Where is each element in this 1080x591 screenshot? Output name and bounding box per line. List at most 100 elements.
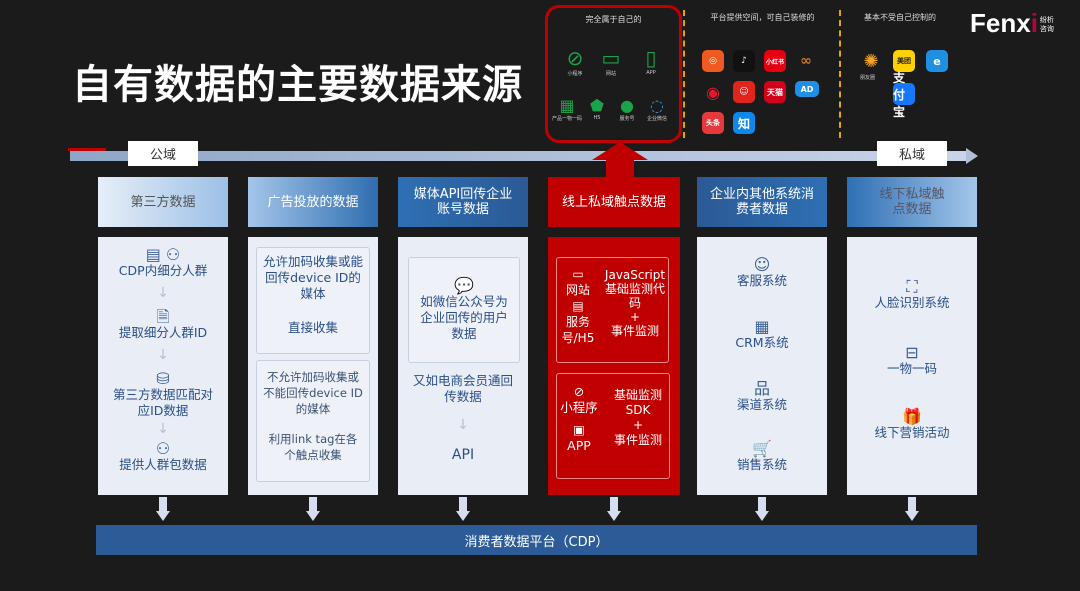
alipay-icon: 支付宝 bbox=[893, 71, 915, 119]
column-offline-private: ⛶人脸识别系统 ⊟一物一码 🎁线下营销活动 bbox=[847, 237, 977, 495]
qr-code-icon: ▦产品一物一码 bbox=[551, 96, 582, 122]
down-arrow-icon bbox=[156, 497, 170, 523]
channel: 小程序 bbox=[560, 400, 598, 415]
column-internal-systems: ☺客服系统 ▦CRM系统 品渠道系统 🛒销售系统 bbox=[697, 237, 827, 495]
header-ad-data: 广告投放的数据 bbox=[248, 177, 378, 227]
cdp-platform-bar: 消费者数据平台（CDP） bbox=[96, 525, 977, 555]
mini-program-icon: ⊘ bbox=[573, 384, 585, 399]
arrow-down-icon: ↓ bbox=[157, 347, 169, 363]
html5-icon: ⬟H5 bbox=[590, 96, 604, 121]
scan-code-icon: ⊟ bbox=[905, 343, 919, 362]
method: JavaScript基础监测代码 bbox=[604, 268, 666, 310]
server-users-icon: ▤ ⚇ bbox=[145, 245, 181, 264]
platform-title: 平台提供空间，可自己装修的 bbox=[710, 13, 815, 22]
system: 人脸识别系统 bbox=[874, 295, 950, 310]
channel: 服务号/H5 bbox=[561, 315, 595, 345]
system: CRM系统 bbox=[735, 335, 789, 350]
douyin-icon: ♪ bbox=[733, 50, 755, 72]
gift-icon: 🎁 bbox=[902, 407, 922, 426]
service-account-icon: ●服务号 bbox=[619, 96, 635, 122]
moments-icon: ✺ bbox=[863, 50, 879, 72]
plus: + bbox=[629, 310, 641, 324]
wechat-icon: 💬 bbox=[454, 276, 474, 295]
xiaohongshu-icon: 小红书 bbox=[764, 50, 786, 72]
plus: + bbox=[632, 418, 644, 432]
step: 提供人群包数据 bbox=[119, 457, 207, 472]
customer-service-icon: ☺ bbox=[753, 255, 771, 274]
app-icon: ▯APP bbox=[645, 46, 657, 76]
column-media-api: 💬 如微信公众号为企业回传的用户数据 又如电商会员通回传数据 ↓ API bbox=[398, 237, 528, 495]
hierarchy-icon: 品 bbox=[753, 379, 770, 398]
column-ad-data: 允许加码收集或能回传device ID的媒体 直接收集 不允许加码收集或不能回传… bbox=[248, 237, 378, 495]
header-offline-private: 线下私域触点数据 bbox=[847, 177, 977, 227]
timeline-arrow-icon bbox=[966, 148, 978, 164]
database-search-icon: ⛁ bbox=[156, 369, 170, 388]
arrow-down-icon: ↓ bbox=[457, 417, 469, 433]
h5-page-icon: ▤ bbox=[572, 299, 584, 313]
step: 第三方数据匹配对应ID数据 bbox=[112, 387, 213, 418]
tmall-icon: 天猫 bbox=[764, 81, 786, 103]
ad-icon: AD bbox=[795, 81, 819, 97]
header-internal-systems: 企业内其他系统消费者数据 bbox=[697, 177, 827, 227]
header-third-party: 第三方数据 bbox=[98, 177, 228, 227]
step: 提取细分人群ID bbox=[118, 325, 208, 340]
wecom-icon: ◌企业微信 bbox=[646, 96, 667, 122]
header-online-private: 线上私域触点数据 bbox=[548, 177, 680, 227]
down-arrow-icon bbox=[306, 497, 320, 523]
arrow-down-icon: ↓ bbox=[157, 421, 169, 437]
public-domain-label: 公域 bbox=[128, 141, 198, 166]
divider bbox=[683, 10, 685, 138]
api-label: API bbox=[451, 447, 475, 463]
page-title: 自有数据的主要数据来源 bbox=[72, 62, 523, 108]
media-type: 允许加码收集或能回传device ID的媒体 bbox=[263, 254, 364, 301]
kuaishou-icon: ◎ bbox=[702, 50, 724, 72]
system: 客服系统 bbox=[736, 273, 787, 288]
eleme-icon: e bbox=[926, 50, 948, 72]
header-media-api: 媒体API回传企业账号数据 bbox=[398, 177, 528, 227]
app-icon: ▣ bbox=[573, 422, 585, 437]
uncontrolled-icons: ✺ 朋友圈 美团 e 支付宝 bbox=[858, 48, 958, 119]
method: 基础监测SDK bbox=[613, 388, 662, 417]
divider bbox=[839, 10, 841, 138]
down-arrow-icon bbox=[456, 497, 470, 523]
step: CDP内细分人群 bbox=[118, 263, 208, 278]
down-arrow-icon bbox=[755, 497, 769, 523]
example: 如微信公众号为企业回传的用户数据 bbox=[420, 294, 508, 341]
timeline-bar bbox=[70, 151, 968, 161]
moments-label: 朋友圈 bbox=[860, 75, 876, 81]
system: 渠道系统 bbox=[736, 397, 787, 412]
meituan-icon: 美团 bbox=[893, 50, 915, 72]
owned-channels-panel: 完全属于自己的 ⊘小程序 ▭网站 ▯APP ▦产品一物一码 ⬟H5 ●服务号 ◌… bbox=[545, 5, 682, 143]
column-third-party: ▤ ⚇CDP内细分人群 ↓ 🗎提取细分人群ID ↓ ⛁第三方数据匹配对应ID数据… bbox=[98, 237, 228, 495]
owned-title: 完全属于自己的 bbox=[585, 15, 642, 24]
website-icon: ▭网站 bbox=[601, 46, 621, 77]
column-online-private: ▭网站▤服务号/H5 JavaScript基础监测代码+事件监测 ⊘小程序▣AP… bbox=[548, 237, 680, 495]
method: 事件监测 bbox=[610, 324, 659, 338]
cart-icon: 🛒 bbox=[752, 439, 772, 458]
weibo-icon: ◉ bbox=[706, 82, 720, 102]
toutiao-icon: 头条 bbox=[702, 112, 724, 134]
mini-program-icon: ⊘小程序 bbox=[566, 46, 584, 77]
system: 销售系统 bbox=[736, 457, 787, 472]
monitor-icon: ▭ bbox=[572, 267, 584, 281]
media-type: 不允许加码收集或不能回传device ID的媒体 bbox=[263, 370, 363, 416]
system: 一物一码 bbox=[886, 361, 937, 376]
down-arrow-icon bbox=[905, 497, 919, 523]
method: 事件监测 bbox=[613, 433, 662, 447]
platform-icons: ◎ ♪ 小红书 ∞ ◉ ☺ 天猫 AD 头条 知 bbox=[700, 48, 830, 138]
example: 又如电商会员通回传数据 bbox=[412, 373, 513, 404]
channel: 网站 bbox=[565, 283, 590, 297]
crm-icon: ▦ bbox=[754, 317, 770, 336]
up-arrow-icon bbox=[592, 142, 648, 160]
bilibili-icon: ∞ bbox=[800, 53, 812, 69]
document-icon: 🗎 bbox=[156, 307, 170, 326]
up-arrow-stem bbox=[606, 158, 634, 178]
method: 直接收集 bbox=[287, 320, 338, 335]
down-arrow-icon bbox=[607, 497, 621, 523]
private-domain-label: 私域 bbox=[877, 141, 947, 166]
face-scan-icon: ⛶ bbox=[906, 277, 918, 296]
zhihu-icon: 知 bbox=[733, 112, 755, 134]
channel: APP bbox=[567, 438, 591, 453]
arrow-down-icon: ↓ bbox=[157, 285, 169, 301]
